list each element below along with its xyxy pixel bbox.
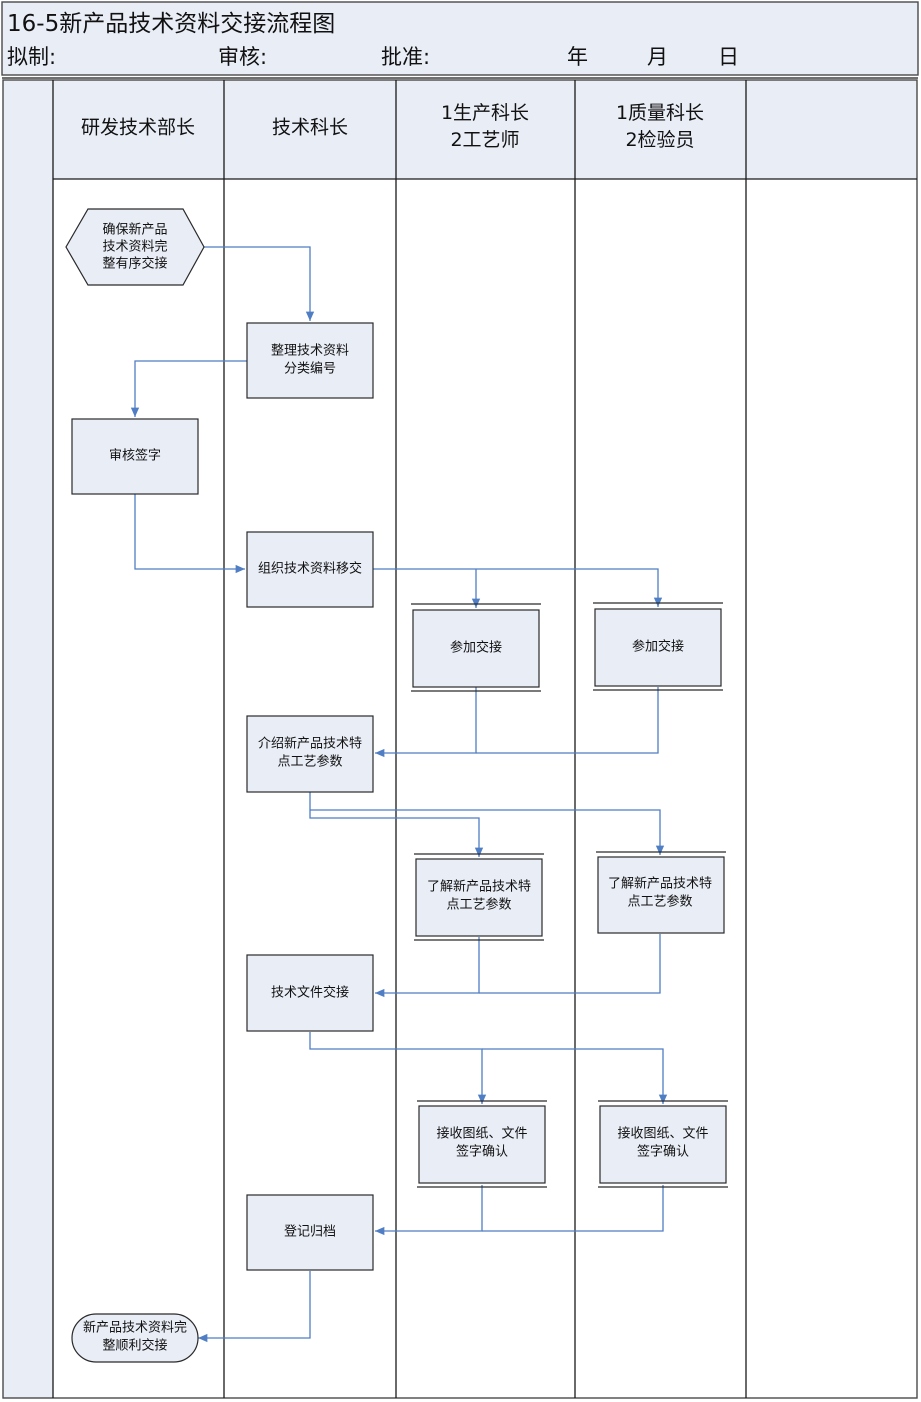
node-label-line: 接收图纸、文件	[617, 1126, 708, 1142]
node-label-line: 登记归档	[284, 1225, 336, 1240]
connectors	[130, 246, 668, 1343]
left-margin-band	[3, 80, 53, 1398]
connector-arrow	[134, 494, 245, 574]
connector-line	[479, 934, 661, 994]
connector-arrow	[204, 246, 315, 321]
node-label-line: 点工艺参数	[627, 894, 692, 910]
lane-header-quality: 1质量科长 2检验员	[616, 102, 704, 151]
connector-arrow	[373, 568, 663, 607]
lane-header-rd-director: 研发技术部长	[81, 117, 195, 139]
node-label-line: 新产品技术资料完	[83, 1320, 187, 1336]
swimlane-frame	[2, 79, 918, 1399]
node-label-line: 签字确认	[637, 1144, 689, 1160]
process-join-handover-quality: 参加交接	[593, 602, 723, 691]
node-label-line: 审核签字	[109, 448, 161, 464]
connector-arrow	[482, 1048, 668, 1104]
title-frame	[1, 1, 919, 76]
lane-label-line: 研发技术部长	[81, 117, 195, 139]
month-label: 月	[647, 45, 668, 69]
title-band	[2, 2, 918, 75]
reviewed-label: 审核:	[218, 45, 267, 69]
connector-arrow	[130, 360, 247, 417]
node-label-line: 了解新产品技术特	[427, 879, 531, 895]
node-label-line: 技术资料完	[102, 240, 167, 255]
lane-header-production: 1生产科长 2工艺师	[441, 102, 529, 151]
connector-arrow	[375, 687, 477, 758]
node-label-line: 确保新产品	[102, 222, 167, 238]
lane-label-line: 技术科长	[272, 117, 348, 139]
lane-label-line: 1质量科长	[616, 102, 704, 124]
lane-header-tech-chief: 技术科长	[272, 117, 348, 139]
node-label-line: 整理技术资料	[271, 344, 349, 359]
node-label-line: 组织技术资料移交	[258, 561, 362, 577]
node-label-line: 参加交接	[632, 639, 684, 655]
node-label-line: 点工艺参数	[277, 754, 342, 770]
connector-arrow	[375, 937, 480, 998]
node-label-line: 介绍新产品技术特	[258, 736, 362, 752]
connector-line	[482, 1185, 664, 1232]
connector-line	[476, 687, 659, 754]
connector-arrow	[198, 1271, 311, 1343]
lane-label-line: 1生产科长	[441, 102, 529, 124]
process-register-archive: 登记归档	[246, 1194, 374, 1271]
node-label-line: 点工艺参数	[446, 897, 511, 913]
connector-arrow	[310, 809, 665, 855]
year-label: 年	[567, 45, 588, 69]
connector-arrow	[309, 792, 484, 857]
approved-label: 批准:	[381, 45, 430, 69]
node-label-line: 技术文件交接	[271, 985, 349, 1001]
lane-label-line: 2检验员	[625, 129, 694, 151]
process-join-handover-production: 参加交接	[411, 603, 541, 692]
day-label: 日	[718, 45, 739, 69]
preparation-hexagon	[65, 208, 205, 286]
process-organize-handover: 组织技术资料移交	[246, 531, 374, 608]
node-label-line: 整顺利交接	[102, 1338, 167, 1354]
page-title: 16-5新产品技术资料交接流程图	[7, 11, 335, 37]
process-review-sign: 审核签字	[71, 418, 199, 495]
drafted-label: 拟制:	[7, 45, 56, 69]
node-label-line: 接收图纸、文件	[436, 1126, 527, 1142]
node-label-line: 整有序交接	[102, 256, 167, 272]
process-document-handover: 技术文件交接	[246, 954, 374, 1032]
connector-arrow	[309, 1032, 487, 1104]
node-label-line: 参加交接	[450, 640, 502, 656]
lane-label-line: 2工艺师	[450, 129, 519, 151]
node-label-line: 签字确认	[456, 1144, 508, 1160]
lane-header-band	[53, 80, 917, 179]
node-label-line: 分类编号	[284, 362, 336, 377]
node-label-line: 了解新产品技术特	[608, 876, 712, 892]
connector-arrow	[375, 1185, 483, 1236]
